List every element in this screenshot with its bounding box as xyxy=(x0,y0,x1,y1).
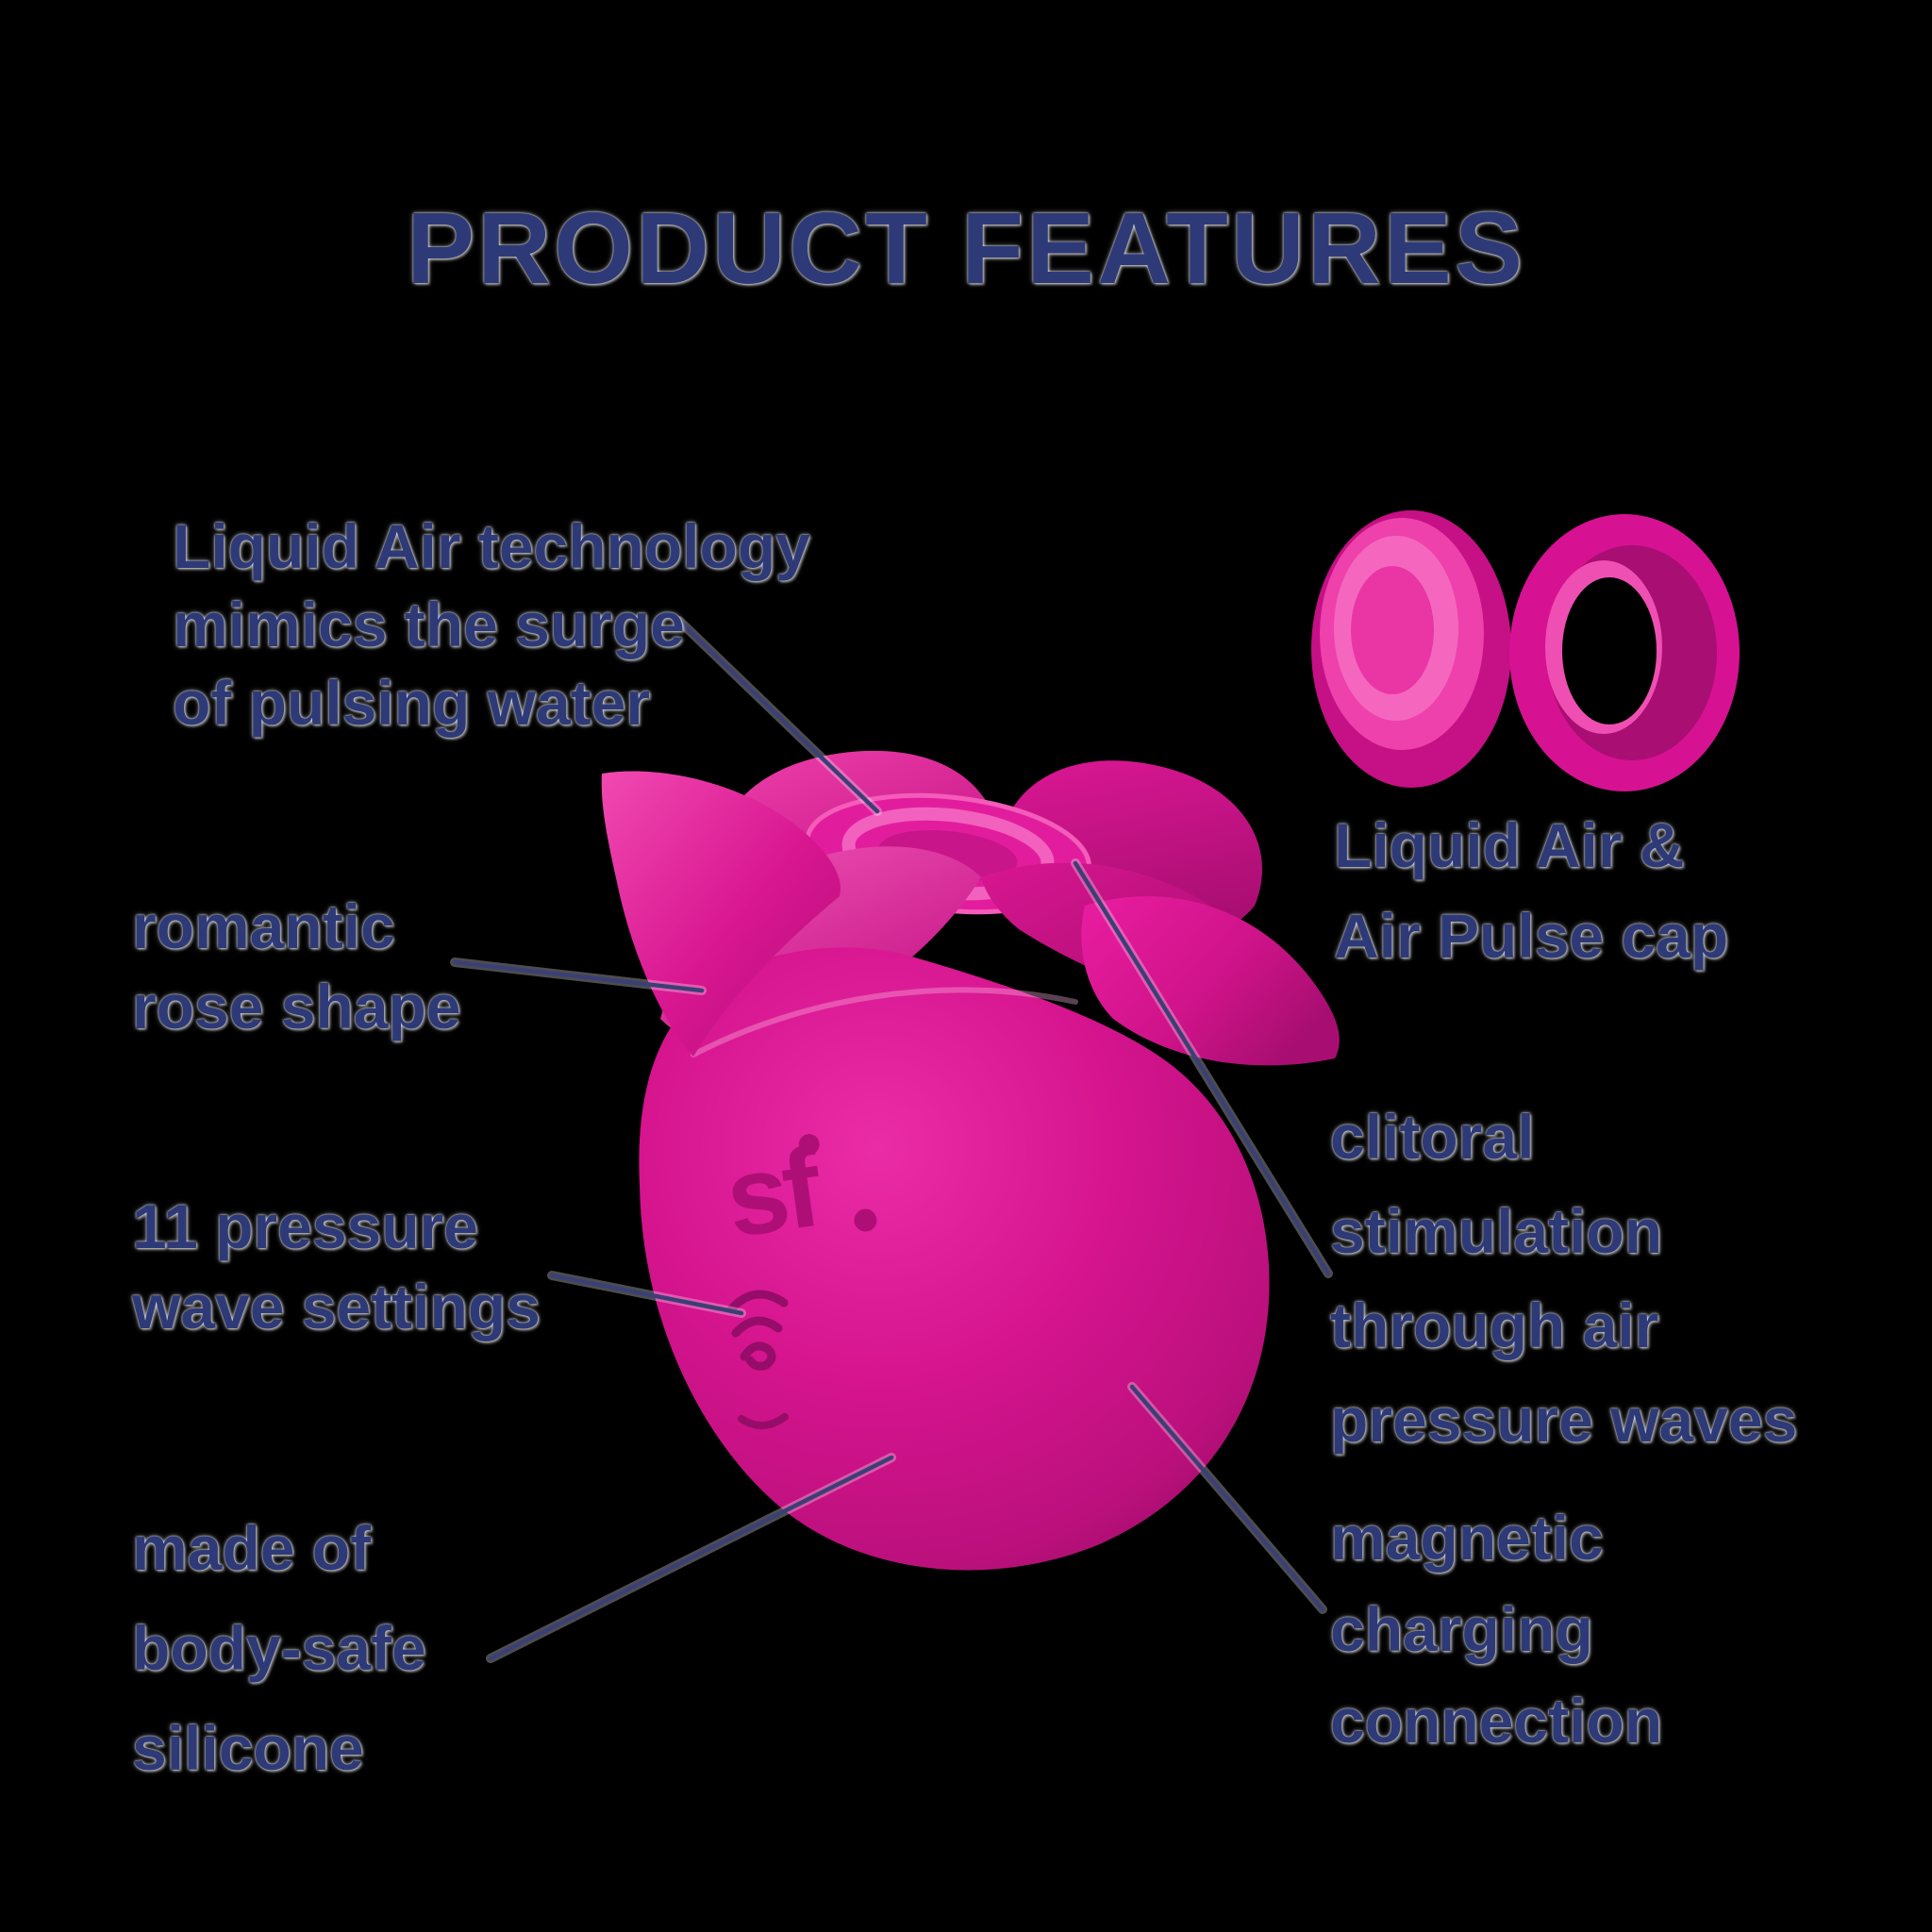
annotation-line: made of xyxy=(132,1513,372,1583)
rose-fold-highlight xyxy=(691,987,1078,1058)
cap-dome xyxy=(1311,510,1511,788)
leader-line-silicone xyxy=(488,1455,894,1661)
leader-line-clitoral xyxy=(1073,860,1331,1276)
annotation-magnetic-charging: magnetic charging connection xyxy=(1330,1492,1662,1767)
page-title: PRODUCT FEATURES xyxy=(406,191,1525,305)
pressure-wave-button-icon xyxy=(726,1290,789,1371)
annotation-line: silicone xyxy=(132,1713,364,1783)
leader-line-liquid-air xyxy=(676,618,880,814)
annotation-line: romantic xyxy=(132,891,395,961)
annotation-line: charging xyxy=(1330,1594,1593,1664)
sf-logo: sf xyxy=(719,1124,877,1261)
charging-contact-icon xyxy=(738,1413,789,1429)
rose-flower: sf xyxy=(601,750,1340,1571)
annotation-liquid-air-technology: Liquid Air technology mimics the surge o… xyxy=(173,508,810,742)
annotation-body-safe-silicone: made of body-safe silicone xyxy=(132,1498,426,1798)
annotation-line: Air Pulse cap xyxy=(1334,901,1729,971)
annotation-line: pressure waves xyxy=(1330,1385,1798,1455)
cap-ring xyxy=(1509,514,1740,791)
rose-body xyxy=(639,947,1270,1571)
annotation-line: through air xyxy=(1330,1291,1659,1360)
annotation-line: of pulsing water xyxy=(173,668,651,738)
rose-right-petal xyxy=(1081,896,1340,1066)
annotation-line: 11 pressure xyxy=(132,1191,478,1261)
annotation-liquid-air-cap: Liquid Air & Air Pulse cap xyxy=(1334,800,1728,981)
annotation-line: mimics the surge xyxy=(173,590,685,659)
annotation-line: stimulation xyxy=(1330,1196,1663,1266)
leader-line-rose-shape xyxy=(452,959,705,993)
annotation-line: clitoral xyxy=(1330,1102,1535,1172)
annotation-line: rose shape xyxy=(132,972,461,1041)
leader-line-settings xyxy=(549,1273,744,1316)
annotation-line: Liquid Air & xyxy=(1334,810,1685,880)
annotation-line: connection xyxy=(1330,1686,1663,1756)
annotation-romantic-rose-shape: romantic rose shape xyxy=(132,887,461,1047)
leader-line-magnetic xyxy=(1129,1384,1325,1612)
leader-lines xyxy=(450,616,1333,1663)
annotation-line: magnetic xyxy=(1330,1503,1604,1573)
annotation-line: Liquid Air technology xyxy=(173,511,810,581)
annotation-line: wave settings xyxy=(132,1272,541,1341)
annotation-pressure-wave-settings: 11 pressure wave settings xyxy=(132,1187,541,1347)
annotation-clitoral-stimulation: clitoral stimulation through air pressur… xyxy=(1330,1090,1797,1467)
annotation-line: body-safe xyxy=(132,1613,426,1683)
